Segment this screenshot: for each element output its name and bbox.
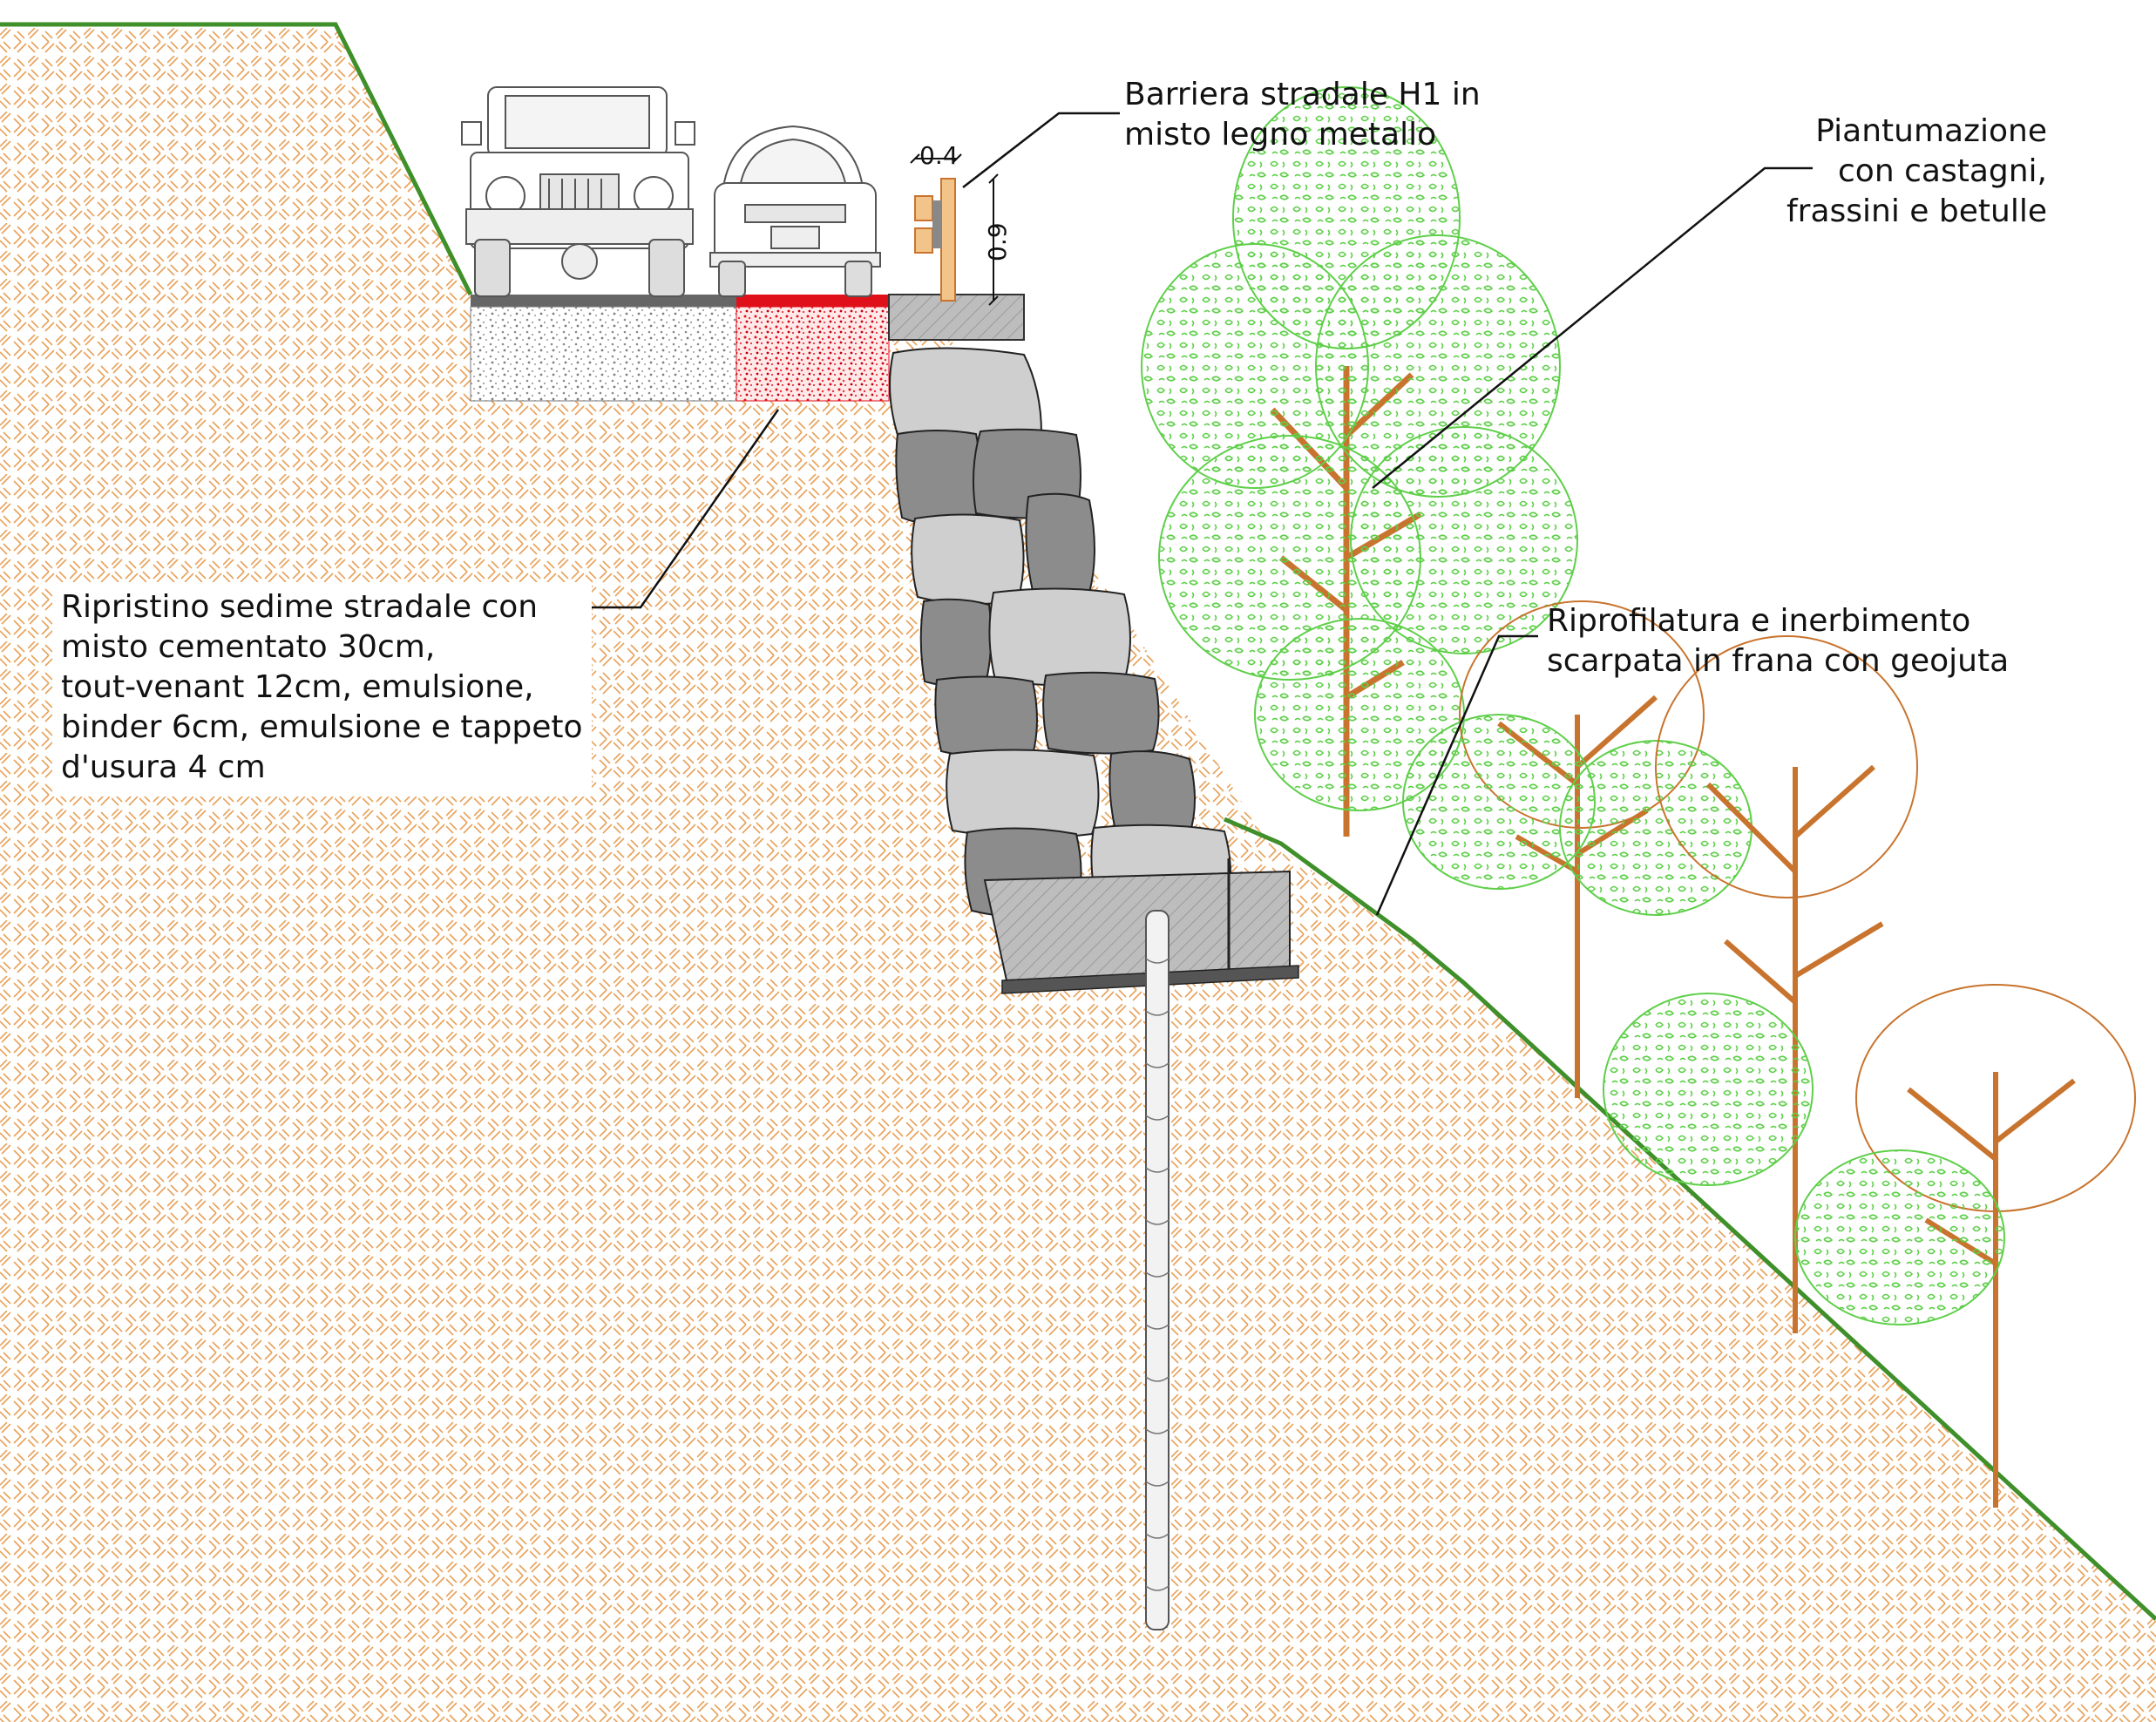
road-rebuild-line-2: misto cementato 30cm, [61,629,436,665]
tree-far-right [1794,984,2136,1508]
grass-line [0,22,2156,1621]
small-car-vehicle [709,125,881,297]
foundation-slab [983,870,1291,982]
tree-tall [1141,86,1578,837]
planting-line-1: Piantumazione [1815,113,2047,149]
barrier-line-2: misto legno metallo [1124,117,1437,153]
jeep-vehicle [461,86,695,297]
barrier-note: Barriera stradale H1 in misto legno meta… [1124,75,1481,155]
planting-note: Piantumazione con castagni, frassini e b… [1786,112,2047,232]
road-surface-rebuilt [736,295,889,307]
tree-right [1603,635,1918,1333]
micropile [1145,910,1170,1630]
leader-lines [571,112,1813,916]
barrier-width-label: 0.4 [919,141,959,170]
planting-line-3: frassini e betulle [1786,193,2047,229]
barrier-line-1: Barriera stradale H1 in [1124,77,1481,112]
guard-barrier [914,178,956,302]
road-rebuild-line-5: d'usura 4 cm [61,749,266,785]
concrete-cap [888,294,1025,341]
planting-line-2: con castagni, [1838,153,2047,189]
barrier-height-label: 0.9 [983,222,1012,261]
road-rebuild-line-1: Ripristino sedime stradale con [61,589,539,625]
slope-note: Riprofilatura e inerbimento scarpata in … [1547,601,2009,681]
road-base-rebuilt [736,306,890,402]
barrier-dimensions [910,153,999,306]
road-base-gravel [470,306,737,402]
slope-line-1: Riprofilatura e inerbimento [1547,603,1971,639]
road-surface-left [471,295,736,307]
slope-line-2: scarpata in frana con geojuta [1547,643,2010,679]
tree-middle [1402,600,1753,1098]
road-rebuild-line-4: binder 6cm, emulsione e tappeto [61,709,583,745]
road-rebuild-line-3: tout-venant 12cm, emulsione, [61,669,534,705]
road-rebuild-note: Ripristino sedime stradale con misto cem… [52,582,592,797]
stone-wall [889,347,1231,919]
